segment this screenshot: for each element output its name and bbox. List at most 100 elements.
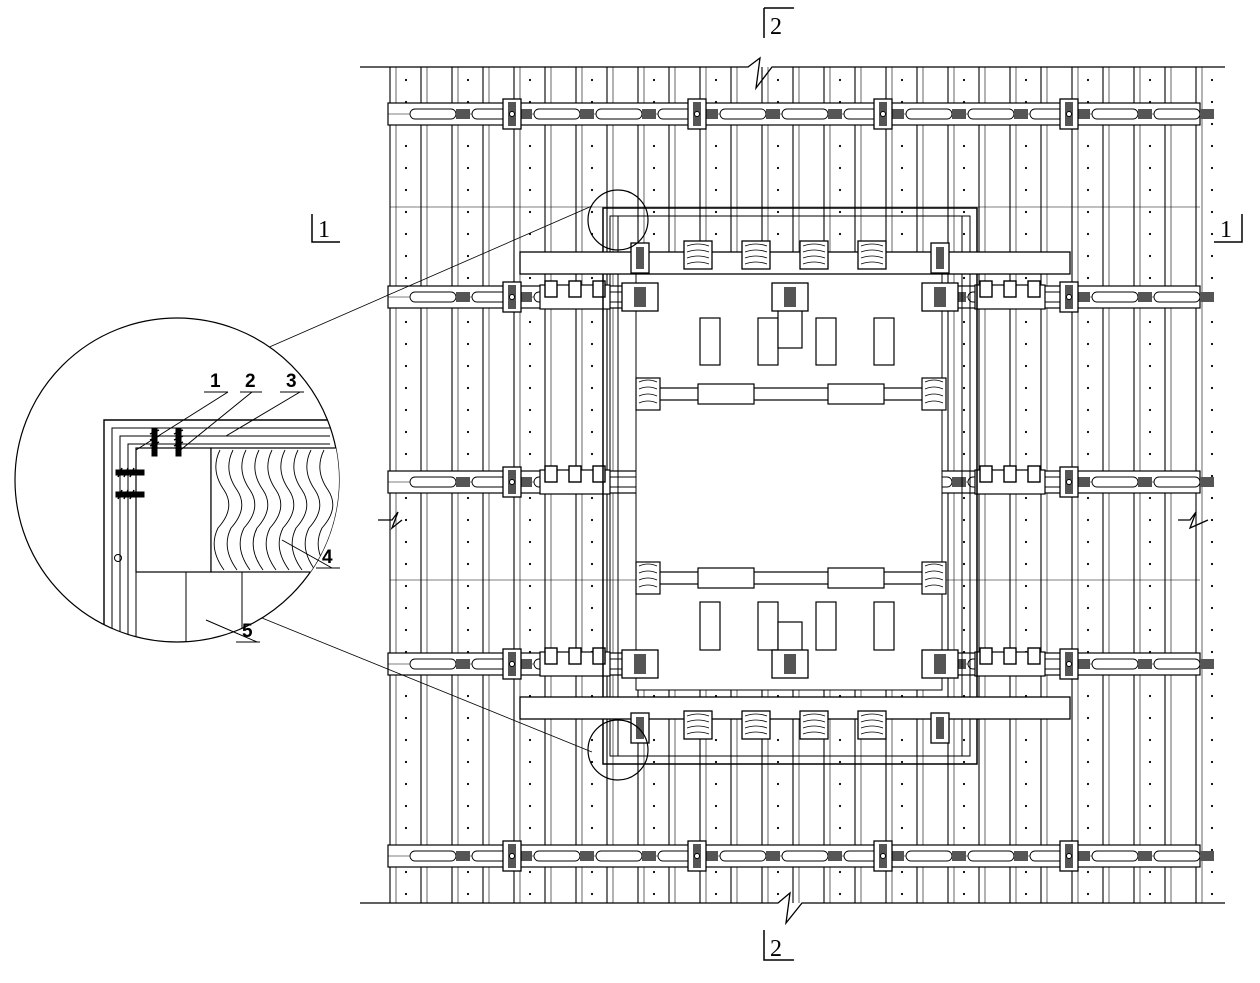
hook-icon (1003, 280, 1017, 298)
pin-dot (1210, 804, 1214, 808)
grain-line (744, 261, 768, 265)
pin-dot (404, 738, 408, 742)
slot (595, 108, 643, 120)
pin-dot (404, 364, 408, 368)
vertical-strut (699, 317, 721, 366)
grain-line (638, 563, 658, 567)
pin-dot (466, 430, 470, 434)
slot-fill (456, 477, 470, 487)
pin-dot (714, 870, 718, 874)
pin-dot (590, 430, 594, 434)
grain-line (638, 570, 658, 574)
grain-line (802, 719, 826, 723)
pin-dot (962, 782, 966, 786)
slot (781, 108, 829, 120)
clamp-bolt (694, 853, 700, 859)
pin-dot (838, 782, 842, 786)
slot-fill (580, 109, 594, 119)
pin-dot (652, 144, 656, 148)
pin-dot (1210, 738, 1214, 742)
pin-dot (528, 606, 532, 610)
pin-dot (776, 188, 780, 192)
grain-line (924, 577, 944, 581)
pin-dot (590, 320, 594, 324)
pin-dot (1086, 628, 1090, 632)
pin-dot (652, 782, 656, 786)
pin-dot (900, 232, 904, 236)
pin-dot (714, 78, 718, 82)
pin-dot (652, 738, 656, 742)
grain-line (924, 400, 944, 404)
slot-fill (704, 851, 718, 861)
slot (719, 108, 767, 120)
pin-dot (900, 826, 904, 830)
clamp-bolt (1066, 661, 1072, 667)
pin-dot (1148, 496, 1152, 500)
grain-line (924, 563, 944, 567)
pin-dot (466, 232, 470, 236)
slot-fill (704, 109, 718, 119)
pin-dot (590, 738, 594, 742)
grain-line (744, 249, 768, 253)
pin-dot (1210, 540, 1214, 544)
slot-fill (1076, 477, 1090, 487)
pin-dot (1024, 320, 1028, 324)
grain-line (802, 725, 826, 729)
pin-dot (590, 628, 594, 632)
pin-dot (900, 870, 904, 874)
pin-dot (1148, 518, 1152, 522)
grain-line (686, 725, 710, 729)
pin-dot (1086, 518, 1090, 522)
enlarged-detail (14, 317, 340, 643)
pin-dot (404, 276, 408, 280)
pin-dot (466, 782, 470, 786)
pin-dot (528, 364, 532, 368)
pin-dot (404, 804, 408, 808)
pin-dot (962, 738, 966, 742)
pin-dot (838, 78, 842, 82)
pin-dot (1024, 804, 1028, 808)
pin-dot (404, 452, 408, 456)
grain-line (924, 584, 944, 588)
pin-dot (1148, 276, 1152, 280)
pin-dot (1148, 716, 1152, 720)
horizontal-brace (649, 387, 931, 401)
clamp-bolt (509, 479, 515, 485)
pin-dot (1024, 166, 1028, 170)
grain-line (226, 449, 243, 571)
slot-fill (518, 659, 532, 669)
vertical-strut (757, 601, 779, 651)
pin-dot (528, 518, 532, 522)
pin-dot (1210, 628, 1214, 632)
pin-dot (590, 892, 594, 896)
pin-dot (1148, 782, 1152, 786)
hook-icon (979, 280, 993, 298)
pin-dot (1024, 760, 1028, 764)
slot (905, 108, 953, 120)
pin-dot (528, 804, 532, 808)
slot-fill (766, 109, 780, 119)
vertical-strut (815, 317, 837, 366)
grain-line (744, 255, 768, 259)
pin-dot (1210, 606, 1214, 610)
slot-fill (456, 109, 470, 119)
grain-line (860, 713, 884, 717)
pin-dot (528, 738, 532, 742)
slot-fill (1138, 292, 1152, 302)
pin-dot (466, 694, 470, 698)
slot-fill (456, 292, 470, 302)
grain-line (638, 386, 658, 390)
pin-dot (404, 144, 408, 148)
slot-fill (1138, 477, 1152, 487)
section-mark-right: 1 (1220, 217, 1232, 243)
grain-line (802, 731, 826, 735)
pin-dot (590, 78, 594, 82)
slot (409, 476, 457, 488)
pin-dot (404, 716, 408, 720)
pin-dot (1148, 870, 1152, 874)
grain-line (252, 449, 269, 571)
pin-dot (404, 408, 408, 412)
pin-dot (590, 804, 594, 808)
pin-dot (528, 210, 532, 214)
grain-line (686, 255, 710, 259)
